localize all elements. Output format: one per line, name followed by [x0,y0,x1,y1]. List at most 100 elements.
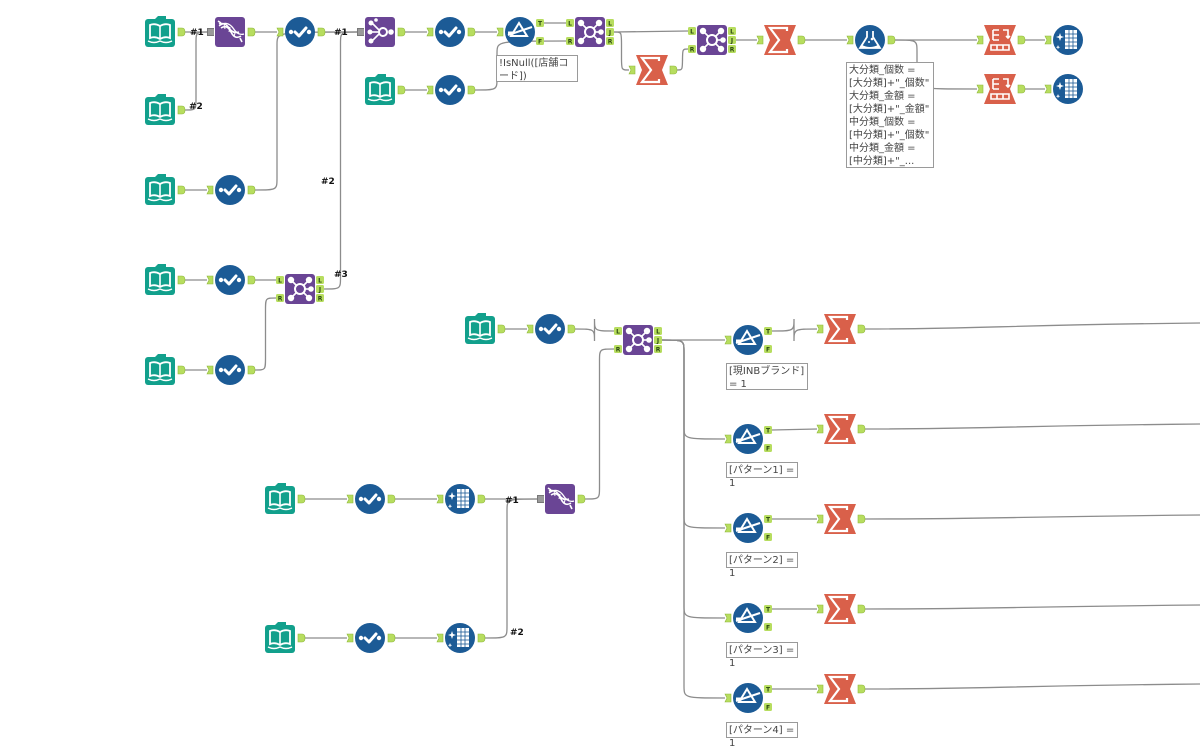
output-anchor-right[interactable]: R [728,45,736,54]
input-anchor[interactable] [526,324,534,334]
tool-input[interactable] [144,263,186,296]
output-anchor-false[interactable]: F [764,623,772,632]
multi-input-anchor[interactable] [206,27,215,37]
tool-filter[interactable]: TF [724,422,772,456]
input-anchor[interactable] [426,27,434,37]
output-anchor[interactable] [857,324,866,334]
input-anchor[interactable] [1044,84,1052,94]
tool-input[interactable] [144,15,186,48]
input-anchor[interactable] [846,35,854,45]
output-anchor-left[interactable]: L [606,19,614,28]
output-anchor-join[interactable]: J [728,36,736,45]
output-anchor-true[interactable]: T [764,426,772,435]
connection[interactable] [864,683,1200,690]
output-anchor[interactable] [477,633,486,643]
input-anchor-right[interactable]: R [276,294,284,303]
output-anchor-right[interactable]: R [654,345,662,354]
output-anchor[interactable] [297,633,306,643]
input-anchor-left[interactable]: L [566,19,574,28]
output-anchor[interactable] [577,494,586,504]
tool-input[interactable] [144,173,186,206]
output-anchor[interactable] [247,27,256,37]
multi-input-anchor[interactable] [356,27,365,37]
tool-cross-tab[interactable] [976,73,1026,105]
connection[interactable] [771,318,818,342]
output-anchor[interactable] [857,604,866,614]
output-anchor[interactable] [857,684,866,694]
output-anchor[interactable] [887,35,896,45]
output-anchor[interactable] [467,27,476,37]
output-anchor-true[interactable]: T [764,605,772,614]
output-anchor-true[interactable]: T [764,327,772,336]
input-anchor-right[interactable]: R [566,37,574,46]
connection[interactable] [613,30,689,33]
output-anchor-false[interactable]: F [764,533,772,542]
input-anchor[interactable] [724,693,732,703]
tool-select[interactable] [426,73,476,107]
output-anchor-true[interactable]: T [536,19,544,28]
tool-filter[interactable]: TF [724,601,772,635]
input-anchor[interactable] [816,604,824,614]
output-anchor[interactable] [317,27,326,37]
tool-filter[interactable]: TF [724,681,772,715]
input-anchor[interactable] [724,335,732,345]
tool-select[interactable] [206,263,256,297]
output-anchor-right[interactable]: R [606,37,614,46]
input-anchor[interactable] [816,684,824,694]
tool-select[interactable] [426,15,476,49]
connection[interactable] [613,31,630,71]
tool-select[interactable] [206,353,256,387]
connection[interactable] [484,498,538,639]
tool-summarize[interactable] [816,672,866,706]
tool-input[interactable] [264,621,306,654]
output-anchor[interactable] [177,27,186,37]
multi-input-anchor[interactable] [536,494,545,504]
tool-filter[interactable]: TF [496,15,544,49]
tool-formula[interactable] [846,24,896,56]
tool-select[interactable] [206,173,256,207]
connection[interactable] [676,48,689,71]
tool-input[interactable] [364,73,406,106]
output-anchor[interactable] [467,85,476,95]
connection[interactable] [584,348,615,500]
tool-summarize[interactable] [816,412,866,446]
output-anchor[interactable] [387,494,396,504]
tool-select[interactable] [346,482,396,516]
input-anchor[interactable] [816,424,824,434]
tool-input[interactable] [144,353,186,386]
input-anchor[interactable] [756,35,764,45]
tool-union[interactable] [536,483,586,515]
connection[interactable] [864,604,1200,610]
connection[interactable] [864,322,1200,330]
connection[interactable] [864,514,1200,520]
output-anchor[interactable] [177,365,186,375]
output-anchor[interactable] [477,494,486,504]
input-anchor[interactable] [206,275,214,285]
output-anchor-false[interactable]: F [764,444,772,453]
tool-data-cleansing[interactable] [436,483,486,515]
output-anchor[interactable] [567,324,576,334]
input-anchor-right[interactable]: R [614,345,622,354]
input-anchor-left[interactable]: L [276,276,284,285]
tool-input[interactable] [264,482,306,515]
output-anchor[interactable] [397,85,406,95]
input-anchor-right[interactable]: R [688,45,696,54]
input-anchor[interactable] [976,84,984,94]
output-anchor-true[interactable]: T [764,685,772,694]
output-anchor[interactable] [387,633,396,643]
output-anchor[interactable] [247,365,256,375]
tool-summarize[interactable] [628,53,678,87]
input-anchor[interactable] [206,365,214,375]
input-anchor[interactable] [206,185,214,195]
input-anchor-left[interactable]: L [688,27,696,36]
output-anchor-false[interactable]: F [764,703,772,712]
tool-filter[interactable]: TF [724,323,772,357]
tool-select[interactable] [276,15,326,49]
input-anchor[interactable] [816,514,824,524]
connection[interactable] [184,31,208,111]
output-anchor[interactable] [497,324,506,334]
